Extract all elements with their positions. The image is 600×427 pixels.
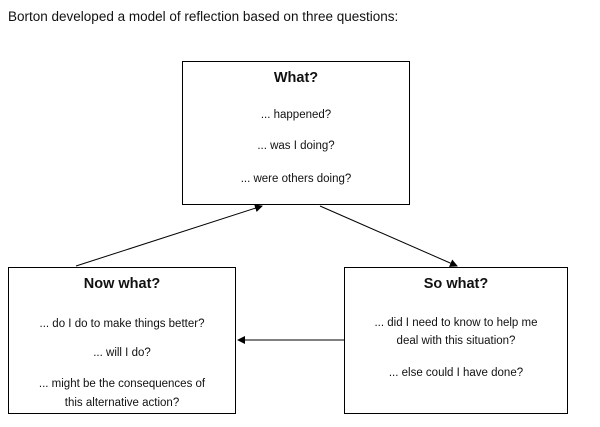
intro-text: Borton developed a model of reflection b… (8, 9, 399, 24)
what-box-title: What? (273, 70, 319, 86)
now-what-box-title: Now what? (83, 276, 161, 292)
now-what-line-2: ... will I do? (93, 347, 151, 359)
now-what-line-4: this alternative action? (64, 397, 180, 409)
so-what-box: So what? ... did I need to know to help … (344, 267, 568, 414)
what-line-1: ... happened? (260, 109, 332, 121)
what-box: What? ... happened? ... was I doing? ...… (182, 61, 410, 205)
now-what-box: Now what? ... do I do to make things bet… (8, 267, 236, 414)
so-what-line-1: ... did I need to know to help me (374, 317, 538, 329)
arrow-now-to-what (75, 204, 263, 267)
now-what-line-1: ... do I do to make things better? (39, 318, 205, 330)
what-line-3: ... were others doing? (240, 173, 352, 185)
so-what-line-2: deal with this situation? (396, 335, 516, 347)
what-line-2: ... was I doing? (257, 140, 335, 152)
so-what-line-3: ... else could I have done? (388, 367, 524, 379)
now-what-line-3: ... might be the consequences of (38, 378, 206, 390)
arrow-what-to-so (319, 205, 458, 267)
so-what-box-title: So what? (423, 276, 489, 292)
